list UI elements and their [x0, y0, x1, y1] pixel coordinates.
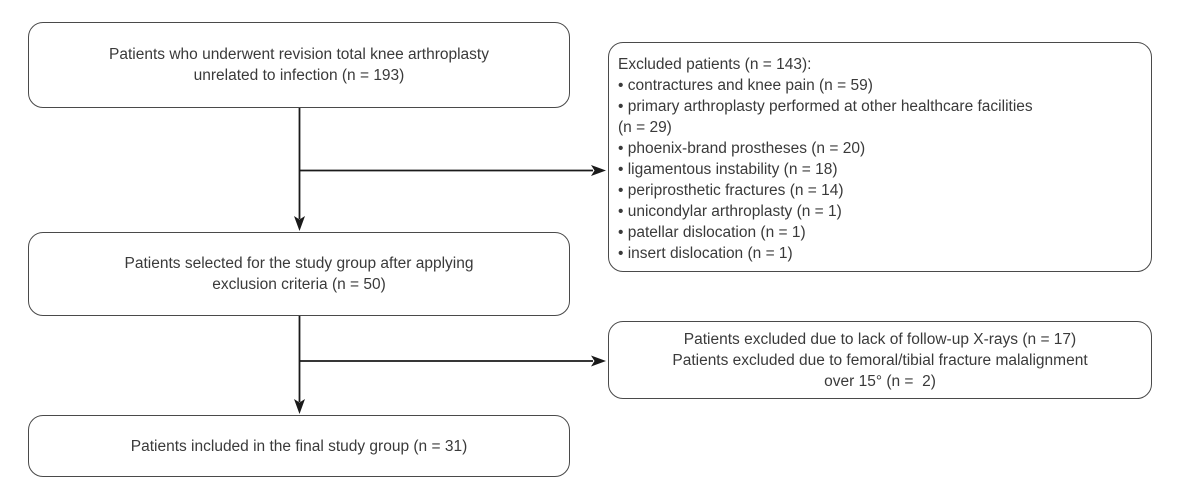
excluded-item: • insert dislocation (n = 1): [618, 245, 793, 262]
node-text-line: Patients excluded due to femoral/tibial …: [672, 351, 1088, 369]
excluded-item: • primary arthroplasty performed at othe…: [618, 98, 1033, 115]
node-initial-patients: Patients who underwent revision total kn…: [28, 22, 570, 108]
node-text-line: Patients excluded due to lack of follow-…: [683, 330, 1077, 348]
excluded-item-continuation: (n = 29): [618, 119, 672, 136]
node-text-line: exclusion criteria (n = 50): [212, 276, 386, 293]
node-excluded-patients: Excluded patients (n = 143): • contractu…: [608, 42, 1152, 272]
node-selected-patients: Patients selected for the study group af…: [28, 232, 570, 316]
excluded-item: • patellar dislocation (n = 1): [618, 224, 806, 241]
node-text-line: Patients selected for the study group af…: [124, 255, 474, 272]
node-text-line: Patients included in the final study gro…: [130, 437, 468, 455]
excluded-title: Excluded patients (n = 143):: [618, 56, 812, 73]
arrow-selected-to-excluded-followup: [299, 355, 606, 367]
arrow-selected-to-final: [294, 316, 305, 414]
excluded-item: • phoenix-brand prostheses (n = 20): [618, 140, 866, 157]
arrow-initial-to-excluded: [299, 165, 606, 176]
arrow-initial-to-selected: [294, 108, 305, 231]
node-text-line: Patients who underwent revision total kn…: [109, 46, 489, 63]
excluded-item: • periprosthetic fractures (n = 14): [618, 182, 844, 199]
excluded-item: • ligamentous instability (n = 18): [618, 161, 838, 178]
node-text-line: over 15° (n = 2): [824, 372, 936, 390]
excluded-item: • unicondylar arthroplasty (n = 1): [618, 203, 842, 220]
node-text-line: unrelated to infection (n = 193): [193, 67, 405, 84]
node-excluded-followup: Patients excluded due to lack of follow-…: [608, 321, 1152, 399]
excluded-item: • contractures and knee pain (n = 59): [618, 77, 873, 94]
node-final-study-group: Patients included in the final study gro…: [28, 415, 570, 477]
